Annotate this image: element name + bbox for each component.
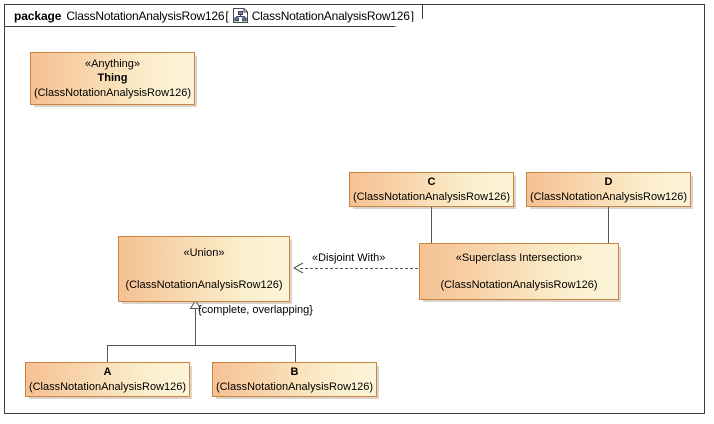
class-qualifier: (ClassNotationAnalysisRow126)	[440, 278, 598, 291]
disjoint-with-dashed-line	[300, 268, 418, 269]
generalization-line-si-to-d	[608, 205, 609, 243]
class-box-c[interactable]: C (ClassNotationAnalysisRow126)	[349, 172, 514, 207]
class-qualifier: (ClassNotationAnalysisRow126)	[215, 380, 374, 393]
class-stereotype: «Anything»	[84, 58, 141, 71]
class-box-b[interactable]: B (ClassNotationAnalysisRow126)	[212, 362, 377, 397]
bracket-close: ]	[410, 8, 415, 23]
generalization-line-si-to-c	[431, 205, 432, 243]
class-diagram-icon	[232, 8, 248, 23]
class-stereotype: «Union»	[183, 247, 225, 259]
class-box-d[interactable]: D (ClassNotationAnalysisRow126)	[526, 172, 691, 207]
class-box-a[interactable]: A (ClassNotationAnalysisRow126)	[25, 362, 190, 397]
class-qualifier: (ClassNotationAnalysisRow126)	[529, 190, 688, 203]
class-box-thing[interactable]: «Anything» Thing (ClassNotationAnalysisR…	[30, 52, 195, 105]
package-diagram-name: ClassNotationAnalysisRow126	[251, 8, 410, 23]
class-qualifier: (ClassNotationAnalysisRow126)	[125, 278, 283, 291]
package-name: ClassNotationAnalysisRow126	[66, 8, 225, 23]
class-qualifier: (ClassNotationAnalysisRow126)	[352, 190, 511, 203]
class-box-union[interactable]: «Union» (ClassNotationAnalysisRow126)	[118, 236, 290, 302]
package-header-tab: package ClassNotationAnalysisRow126 [ Cl…	[4, 4, 424, 27]
package-keyword: package	[14, 8, 62, 23]
class-name: B	[290, 366, 299, 379]
disjoint-with-arrowhead	[292, 262, 304, 274]
class-qualifier: (ClassNotationAnalysisRow126)	[28, 380, 187, 393]
class-box-superclass-intersection[interactable]: «Superclass Intersection» (ClassNotation…	[419, 243, 619, 300]
class-name: Thing	[97, 72, 128, 85]
generalization-branch-b	[295, 345, 296, 363]
generalization-trunk-union	[195, 309, 196, 345]
generalization-constraint-label: {complete, overlapping}	[198, 304, 313, 316]
generalization-arrowhead-union	[189, 299, 202, 309]
class-name: D	[604, 176, 613, 189]
class-qualifier: (ClassNotationAnalysisRow126)	[33, 86, 192, 99]
generalization-branch-a	[107, 345, 108, 363]
generalization-crossbar	[107, 345, 296, 346]
class-stereotype: «Superclass Intersection»	[455, 252, 583, 264]
disjoint-with-label: «Disjoint With»	[312, 252, 386, 264]
class-name: A	[103, 366, 112, 379]
bracket-open: [	[225, 8, 229, 23]
class-name: C	[427, 176, 436, 189]
